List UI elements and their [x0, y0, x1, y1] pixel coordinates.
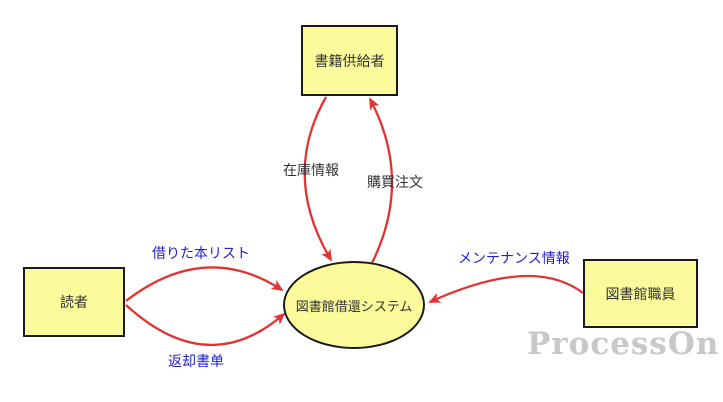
- edge-label-return-slip: 返却書单: [168, 353, 224, 369]
- edge-label-maintenance-info: メンテナンス情報: [458, 250, 570, 266]
- edge-return-slip-arrow: [125, 304, 286, 346]
- edge-borrowed-books-list-arrow: [125, 266, 284, 302]
- processon-watermark: ProcessOn: [527, 326, 720, 362]
- node-staff: 図書館職員: [583, 259, 698, 328]
- node-reader-label: 読者: [60, 294, 88, 310]
- edge-label-stock-info: 在庫情報: [283, 162, 339, 178]
- node-staff-label: 図書館職員: [605, 285, 676, 302]
- edge-label-borrowed-books-list: 借りた本リスト: [152, 245, 250, 261]
- edge-purchase-order-arrow: [368, 97, 394, 264]
- node-system-label: 図書館借還システム: [295, 298, 413, 314]
- edge-stock-info-arrow: [303, 96, 332, 262]
- edge-label-purchase-order: 購買注文: [367, 174, 423, 190]
- edge-maintenance-info-arrow: [428, 274, 584, 304]
- node-system: 図書館借還システム: [283, 261, 425, 349]
- node-reader: 読者: [23, 267, 125, 337]
- node-supplier: 書籍供給者: [301, 25, 398, 96]
- node-supplier-label: 書籍供給者: [314, 52, 385, 69]
